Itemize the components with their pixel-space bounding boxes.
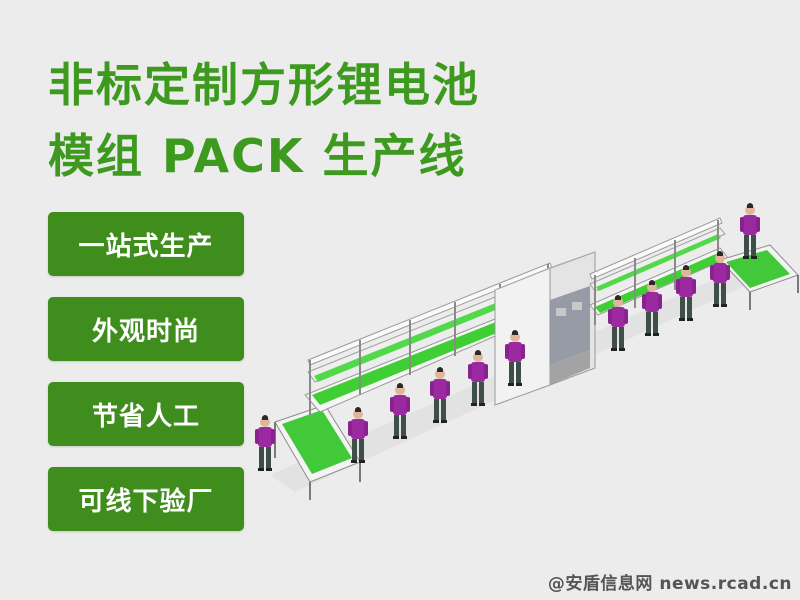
feature-badge-stylish: 外观时尚 — [48, 297, 244, 361]
feature-badge-factory-visit: 可线下验厂 — [48, 467, 244, 531]
production-line-illustration — [255, 203, 799, 500]
feature-badge-one-stop: 一站式生产 — [48, 212, 244, 276]
main-conveyor-upper — [589, 217, 729, 325]
watermark: @安盾信息网 news.rcad.cn — [547, 574, 792, 594]
headline-line2: 模组 PACK 生产线 — [48, 129, 467, 183]
left-roller-table — [274, 404, 361, 500]
right-roller-table — [719, 244, 799, 310]
feature-badge-labor-saving: 节省人工 — [48, 382, 244, 446]
central-machine — [494, 251, 596, 406]
headline-line1: 非标定制方形锂电池 — [48, 58, 480, 112]
